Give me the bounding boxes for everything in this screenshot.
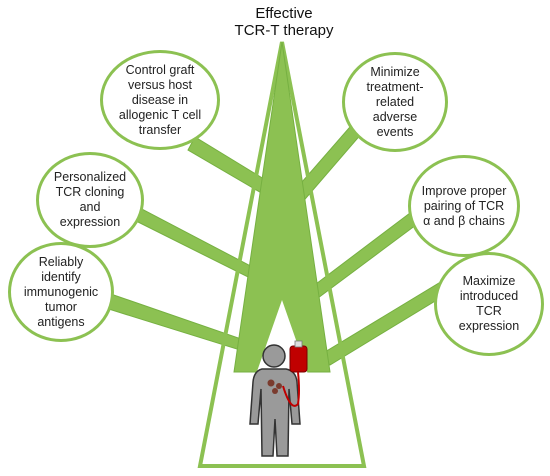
human-figure-icon <box>249 344 301 457</box>
diagram-title: Effective TCR-T therapy <box>209 5 359 39</box>
branch-expression <box>319 282 446 366</box>
blood-bag-icon <box>282 340 308 407</box>
goal-personalized-tcr-cloning: Personalized TCR cloning and expression <box>36 152 144 248</box>
goal-improve-tcr-pairing: Improve proper pairing of TCR α and β ch… <box>408 155 520 257</box>
goal-control-gvhd: Control graft versus host disease in all… <box>100 50 220 150</box>
goal-minimize-adverse-events: Minimize treatment-related adverse event… <box>342 52 448 152</box>
title-line-2: TCR-T therapy <box>234 22 334 39</box>
goal-identify-tumor-antigens: Reliably identify immunogenic tumor anti… <box>8 242 114 342</box>
tumor-spots-icon <box>267 379 282 394</box>
goal-maximize-tcr-expression: Maximize introduced TCR expression <box>434 252 544 356</box>
tree-outline <box>197 41 367 468</box>
title-line-1: Effective <box>255 5 313 22</box>
